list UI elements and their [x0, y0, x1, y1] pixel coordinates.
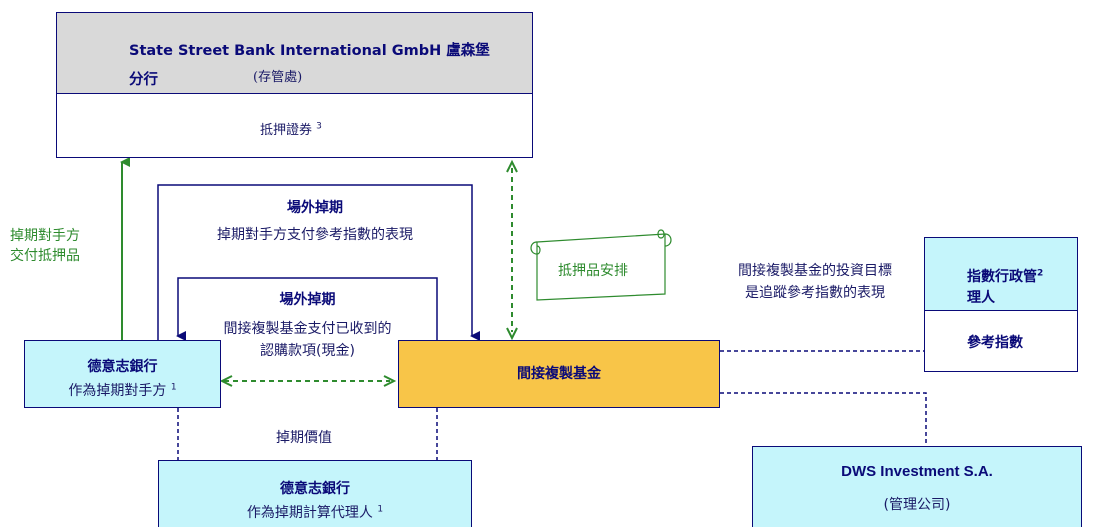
- objective-line1: 間接複製基金的投資目標: [738, 263, 892, 279]
- custodian-name-line1: State Street Bank International GmbH 盧森堡: [129, 43, 490, 59]
- calc-agent-role: 作為掉期計算代理人 1: [159, 502, 471, 522]
- index-admin-title-sup: 2: [1037, 268, 1044, 279]
- index-admin-box: 指數行政管2 理人 參考指數: [924, 237, 1078, 372]
- custodian-collateral-text: 抵押證券: [260, 123, 313, 138]
- calc-agent-title: 德意志銀行: [280, 481, 350, 497]
- custodian-box: State Street Bank International GmbH 盧森堡…: [56, 12, 533, 158]
- mgmt-role: (管理公司): [883, 497, 951, 513]
- objective-line2: 是追蹤參考指數的表現: [745, 285, 885, 301]
- index-admin-title-line2: 理人: [967, 290, 995, 306]
- otc-inner-desc-line1: 間接複製基金支付已收到的: [223, 321, 392, 337]
- custodian-header: State Street Bank International GmbH 盧森堡…: [57, 13, 532, 94]
- fund-mgmt-link: [720, 392, 927, 446]
- counterparty-role-sup: 1: [170, 382, 177, 393]
- fund-box: 間接複製基金: [398, 340, 720, 408]
- counterparty-role: 作為掉期對手方 1: [25, 380, 220, 400]
- collateral-delivery-line2: 交付抵押品: [10, 248, 80, 264]
- counterparty-role-text: 作為掉期對手方: [68, 383, 167, 399]
- calc-agent-role-sup: 1: [377, 504, 384, 515]
- otc-outer-desc: 掉期對手方支付參考指數的表現: [217, 227, 413, 243]
- scroll-label: 抵押品安排: [558, 263, 628, 279]
- reference-index: 參考指數: [967, 335, 1023, 351]
- otc-inner-title: 場外掉期: [279, 292, 336, 308]
- custodian-role: (存管處): [253, 70, 303, 85]
- calc-agent-box: 德意志銀行 作為掉期計算代理人 1: [158, 460, 472, 527]
- mgmt-title: DWS Investment S.A.: [841, 463, 993, 480]
- index-admin-title-text: 指數行政管: [967, 269, 1037, 285]
- otc-inner-desc-line2: 認購款項(現金): [260, 343, 355, 359]
- custodian-name-line2: 分行: [129, 72, 158, 88]
- otc-outer-bracket: [157, 184, 480, 341]
- custodian-collateral-sup: 3: [316, 121, 322, 132]
- scroll-icon: [530, 229, 672, 301]
- index-admin-header: 指數行政管2 理人: [925, 238, 1077, 311]
- index-admin-title-line1: 指數行政管2: [967, 266, 1043, 286]
- otc-outer-title: 場外掉期: [287, 200, 343, 216]
- counterparty-title: 德意志銀行: [87, 359, 158, 375]
- calc-agent-role-text: 作為掉期計算代理人: [246, 505, 373, 521]
- collateral-delivery-label: 掉期對手方 交付抵押品: [10, 226, 80, 266]
- custodian-collateral: 抵押證券 3: [260, 119, 322, 138]
- swap-value-label: 掉期價值: [276, 430, 332, 446]
- objective-text: 間接複製基金的投資目標 是追蹤參考指數的表現: [700, 260, 930, 304]
- otc-inner-bracket: [176, 277, 438, 341]
- mgmt-box: DWS Investment S.A. (管理公司): [752, 446, 1082, 527]
- fund-name: 間接複製基金: [517, 366, 601, 382]
- counterparty-box: 德意志銀行 作為掉期對手方 1: [24, 340, 221, 408]
- collateral-delivery-line1: 掉期對手方: [10, 228, 80, 244]
